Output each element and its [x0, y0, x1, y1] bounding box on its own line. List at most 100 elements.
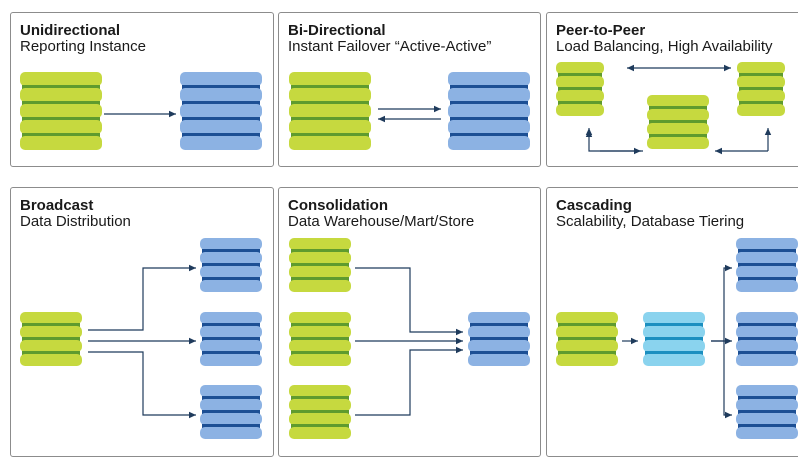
database-disk	[20, 136, 102, 150]
database-disk	[289, 88, 371, 102]
panel-title: Peer-to-Peer	[556, 22, 646, 39]
database-band	[649, 134, 707, 138]
panel-subtitle: Reporting Instance	[20, 38, 146, 55]
database-disk	[737, 62, 785, 74]
database-disk	[556, 90, 604, 102]
database-disk	[556, 326, 618, 338]
consolidation-source-2	[289, 312, 351, 366]
database-disk	[289, 354, 351, 366]
database-disk	[643, 340, 705, 352]
database-disk	[556, 76, 604, 88]
database-band	[202, 277, 260, 281]
database-disk	[647, 123, 709, 135]
database-disk	[289, 266, 351, 278]
database-band	[470, 337, 528, 341]
broadcast-target-1	[200, 238, 262, 292]
database-band	[202, 396, 260, 400]
database-band	[291, 351, 349, 355]
database-band	[202, 249, 260, 253]
database-disk	[289, 427, 351, 439]
database-disk	[448, 120, 530, 134]
database-band	[739, 101, 783, 105]
database-disk	[200, 340, 262, 352]
database-disk	[736, 252, 798, 264]
database-band	[645, 323, 703, 327]
database-disk	[289, 326, 351, 338]
panel-title: Bi-Directional	[288, 22, 386, 39]
broadcast-target-3	[200, 385, 262, 439]
database-band	[738, 396, 796, 400]
database-band	[470, 323, 528, 327]
database-disk	[736, 326, 798, 338]
database-disk	[736, 413, 798, 425]
database-disk	[556, 340, 618, 352]
database-band	[22, 117, 100, 121]
database-band	[738, 351, 796, 355]
database-band	[291, 117, 369, 121]
peer-right	[737, 62, 785, 116]
database-band	[558, 351, 616, 355]
database-band	[649, 120, 707, 124]
database-band	[202, 337, 260, 341]
database-disk	[289, 413, 351, 425]
database-disk	[556, 62, 604, 74]
database-disk	[289, 385, 351, 397]
database-band	[291, 263, 349, 267]
database-disk	[647, 137, 709, 149]
database-band	[202, 351, 260, 355]
database-disk	[556, 354, 618, 366]
broadcast-source	[20, 312, 82, 366]
database-band	[470, 351, 528, 355]
database-band	[202, 424, 260, 428]
database-disk	[647, 109, 709, 121]
database-disk	[737, 76, 785, 88]
panel-title: Consolidation	[288, 197, 388, 214]
arrow-broadcast-3	[88, 351, 196, 419]
panel-subtitle: Data Warehouse/Mart/Store	[288, 213, 475, 230]
database-disk	[289, 72, 371, 86]
panel-title: Cascading	[556, 197, 632, 214]
database-band	[739, 73, 783, 77]
arrow-broadcast-1	[88, 264, 196, 331]
database-disk	[468, 340, 530, 352]
database-green	[289, 72, 371, 150]
database-disk	[468, 326, 530, 338]
target-database-blue	[180, 72, 262, 150]
database-band	[450, 85, 528, 89]
cascade-target-3	[736, 385, 798, 439]
database-band	[739, 87, 783, 91]
database-disk	[180, 104, 262, 118]
database-band	[645, 351, 703, 355]
database-disk	[200, 385, 262, 397]
panel-subtitle: Scalability, Database Tiering	[556, 213, 745, 230]
database-disk	[736, 427, 798, 439]
database-disk	[736, 312, 798, 324]
database-disk	[289, 136, 371, 150]
database-disk	[200, 252, 262, 264]
database-band	[291, 85, 369, 89]
arrow-consolidation-3	[355, 346, 463, 416]
database-band	[738, 249, 796, 253]
database-disk	[289, 399, 351, 411]
database-disk	[289, 312, 351, 324]
database-disk	[200, 280, 262, 292]
database-disk	[180, 88, 262, 102]
database-band	[291, 424, 349, 428]
peer-bottom	[647, 95, 709, 149]
database-band	[450, 101, 528, 105]
panel-subtitle: Load Balancing, High Availability	[556, 38, 773, 55]
database-band	[645, 337, 703, 341]
database-band	[558, 337, 616, 341]
database-disk	[20, 354, 82, 366]
database-band	[450, 133, 528, 137]
database-band	[291, 133, 369, 137]
database-band	[202, 410, 260, 414]
cascade-middle	[643, 312, 705, 366]
database-disk	[289, 252, 351, 264]
database-band	[291, 410, 349, 414]
database-band	[291, 337, 349, 341]
database-disk	[289, 104, 371, 118]
cascade-target-2	[736, 312, 798, 366]
database-disk	[468, 312, 530, 324]
